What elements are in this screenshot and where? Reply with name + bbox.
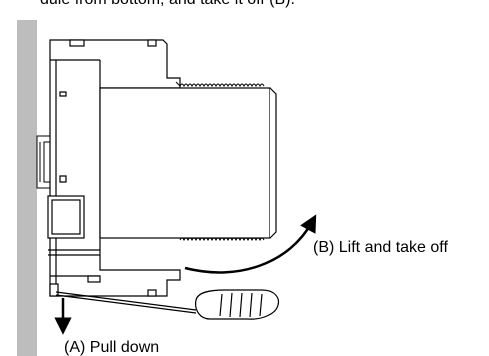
mounting-wall xyxy=(17,20,37,356)
instruction-text: dule from bottom, and take it off (B). xyxy=(40,0,295,8)
bottom-ridges xyxy=(179,237,265,242)
top-ridges xyxy=(175,81,265,88)
lift-label: (B) Lift and take off xyxy=(313,239,448,256)
screwdriver-icon xyxy=(55,289,280,320)
module-base xyxy=(47,39,181,297)
terminal-block xyxy=(99,87,277,239)
pull-label: (A) Pull down xyxy=(64,339,160,356)
lift-arrow xyxy=(184,214,317,274)
